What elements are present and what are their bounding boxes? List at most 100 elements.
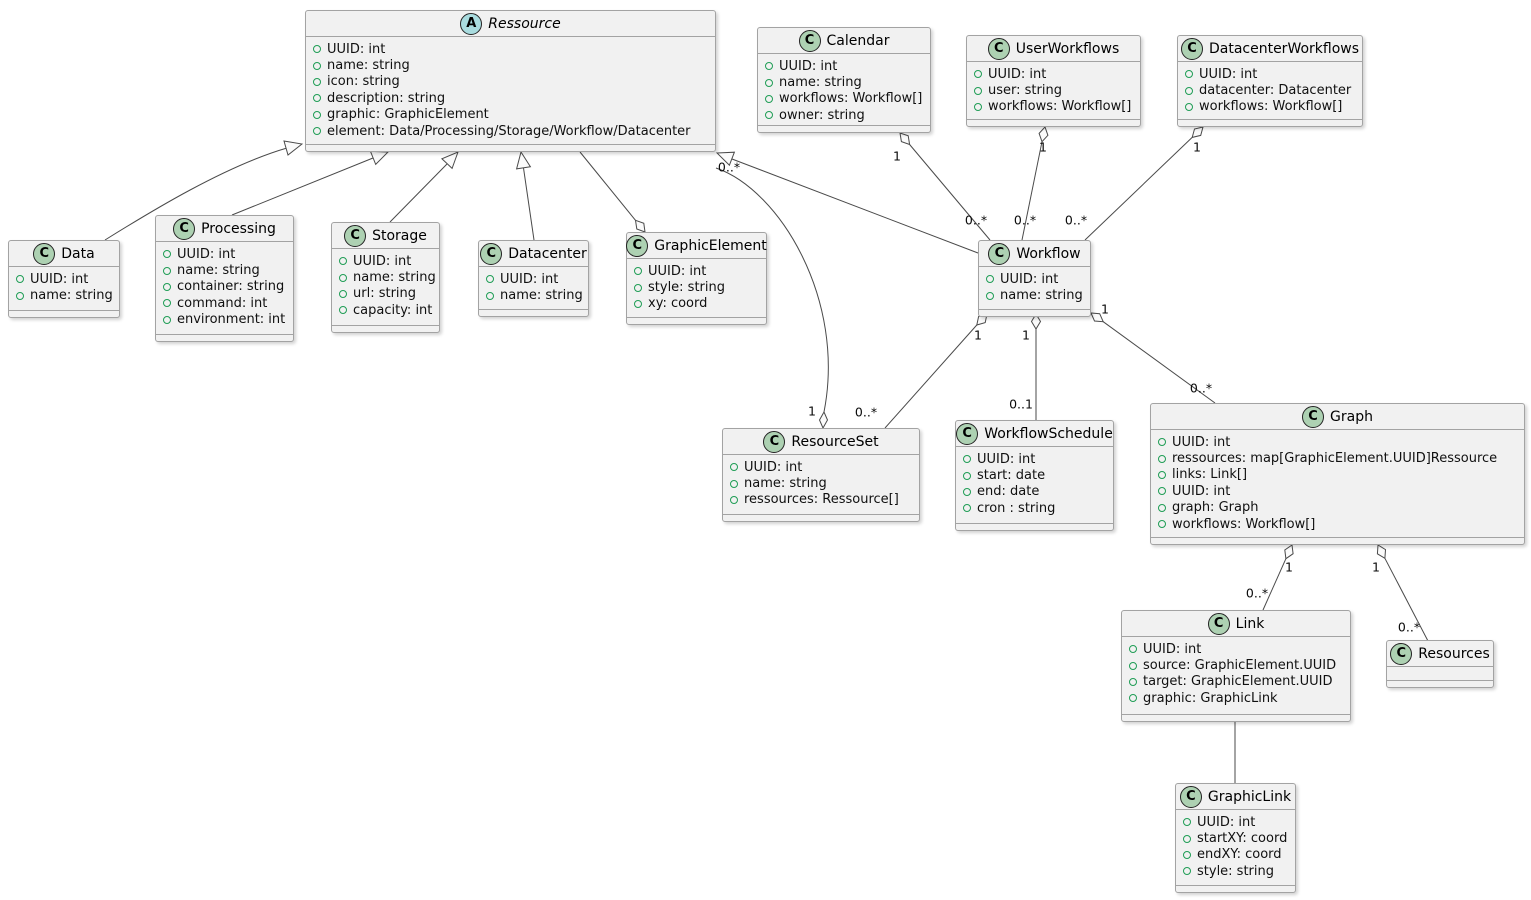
- methods-compartment: [1178, 119, 1362, 126]
- class-name: Data: [61, 245, 95, 262]
- attribute-row: container: string: [163, 279, 286, 295]
- attribute-row: UUID: int: [986, 271, 1083, 287]
- attribute-text: name: string: [30, 288, 113, 304]
- attribute-row: style: string: [1183, 863, 1288, 879]
- class-icon: C: [344, 224, 367, 247]
- attribute-text: ressources: map[GraphicElement.UUID]Ress…: [1172, 451, 1498, 467]
- attribute-row: name: string: [339, 269, 436, 285]
- class-header: C WorkflowSchedule: [956, 421, 1113, 447]
- field-visibility-icon: [313, 45, 321, 54]
- field-visibility-icon: [974, 86, 982, 95]
- attribute-text: UUID: int: [988, 66, 1047, 82]
- attribute-row: owner: string: [765, 107, 923, 123]
- attribute-text: container: string: [177, 279, 285, 295]
- attribute-text: workflows: Workflow[]: [1172, 516, 1316, 532]
- edge-storage-ressource-generalization: [389, 151, 459, 223]
- class-header: C Storage: [332, 223, 439, 249]
- class-icon: C: [956, 422, 979, 445]
- attribute-text: capacity: int: [353, 302, 433, 318]
- methods-compartment: [967, 119, 1140, 126]
- class-header: C Resources: [1387, 641, 1493, 667]
- class-header: C UserWorkflows: [967, 36, 1140, 62]
- methods-compartment: [9, 310, 119, 317]
- methods-compartment: [758, 125, 930, 132]
- attribute-text: UUID: int: [648, 263, 707, 279]
- class-header: C Data: [9, 241, 119, 267]
- class-icon: C: [626, 234, 649, 257]
- attribute-row: ressources: Ressource[]: [730, 492, 912, 508]
- attribute-text: owner: string: [779, 107, 865, 123]
- attribute-text: graphic: GraphicLink: [1143, 690, 1278, 706]
- field-visibility-icon: [313, 94, 321, 103]
- attribute-row: description: string: [313, 90, 708, 106]
- attribute-text: style: string: [648, 280, 726, 296]
- class-name: GraphicLink: [1207, 788, 1292, 805]
- class-icon: C: [1302, 405, 1325, 428]
- attribute-text: name: string: [327, 58, 410, 74]
- field-visibility-icon: [16, 291, 24, 300]
- attribute-row: target: GraphicElement.UUID: [1129, 674, 1343, 690]
- field-visibility-icon: [765, 62, 773, 71]
- class-name: Datacenter: [508, 245, 587, 262]
- field-visibility-icon: [313, 110, 321, 119]
- field-visibility-icon: [1129, 677, 1137, 686]
- multiplicity-label: 0..*: [717, 159, 741, 175]
- attribute-row: graph: Graph: [1158, 500, 1517, 516]
- field-visibility-icon: [1129, 694, 1137, 703]
- attribute-row: name: string: [986, 287, 1083, 303]
- class-name: Storage: [372, 227, 427, 244]
- field-visibility-icon: [339, 273, 347, 282]
- field-visibility-icon: [1129, 661, 1137, 670]
- class-name: Calendar: [826, 32, 890, 49]
- class-name: Resources: [1418, 645, 1490, 662]
- attribute-row: environment: int: [163, 312, 286, 328]
- attribute-text: endXY: coord: [1197, 847, 1282, 863]
- attribute-text: graphic: GraphicElement: [327, 107, 489, 123]
- attribute-row: style: string: [634, 279, 759, 295]
- attribute-row: UUID: int: [1158, 434, 1517, 450]
- class-name: Graph: [1330, 408, 1373, 425]
- field-visibility-icon: [1158, 470, 1166, 479]
- class-icon: C: [1180, 37, 1203, 60]
- attribute-text: UUID: int: [177, 246, 236, 262]
- multiplicity-label: 0..*: [1013, 212, 1037, 228]
- class-name: Ressource: [488, 15, 561, 32]
- attribute-row: url: string: [339, 286, 432, 302]
- field-visibility-icon: [486, 275, 494, 284]
- attribute-row: UUID: int: [1183, 814, 1288, 830]
- attribute-text: UUID: int: [744, 459, 803, 475]
- class-header: C Link: [1122, 611, 1350, 637]
- field-visibility-icon: [163, 266, 171, 275]
- attribute-row: UUID: int: [1158, 483, 1517, 499]
- attribute-text: UUID: int: [327, 41, 386, 57]
- attribute-row: workflows: Workflow[]: [1185, 99, 1355, 115]
- attribute-row: user: string: [974, 82, 1133, 98]
- field-visibility-icon: [730, 463, 738, 472]
- attribute-text: workflows: Workflow[]: [1199, 99, 1343, 115]
- multiplicity-label: 0..*: [854, 404, 878, 420]
- attribute-text: UUID: int: [30, 271, 89, 287]
- attributes-compartment: [1387, 667, 1493, 680]
- multiplicity-label: 0..*: [1245, 585, 1269, 601]
- attribute-text: name: string: [744, 476, 827, 492]
- field-visibility-icon: [339, 257, 347, 266]
- attribute-text: element: Data/Processing/Storage/Workflo…: [327, 123, 691, 139]
- attribute-row: UUID: int: [1129, 641, 1343, 657]
- attribute-row: source: GraphicElement.UUID: [1129, 657, 1343, 673]
- class-header: C Datacenter: [479, 241, 588, 267]
- attribute-row: UUID: int: [634, 263, 759, 279]
- attribute-text: links: Link[]: [1172, 467, 1248, 483]
- multiplicity-label: 0..*: [1064, 212, 1088, 228]
- multiplicity-label: 0..1: [1009, 396, 1033, 412]
- multiplicity-label: 0..*: [1397, 619, 1421, 635]
- attribute-text: source: GraphicElement.UUID: [1143, 658, 1337, 674]
- attribute-row: UUID: int: [313, 41, 708, 57]
- class-header: C GraphicLink: [1176, 784, 1295, 810]
